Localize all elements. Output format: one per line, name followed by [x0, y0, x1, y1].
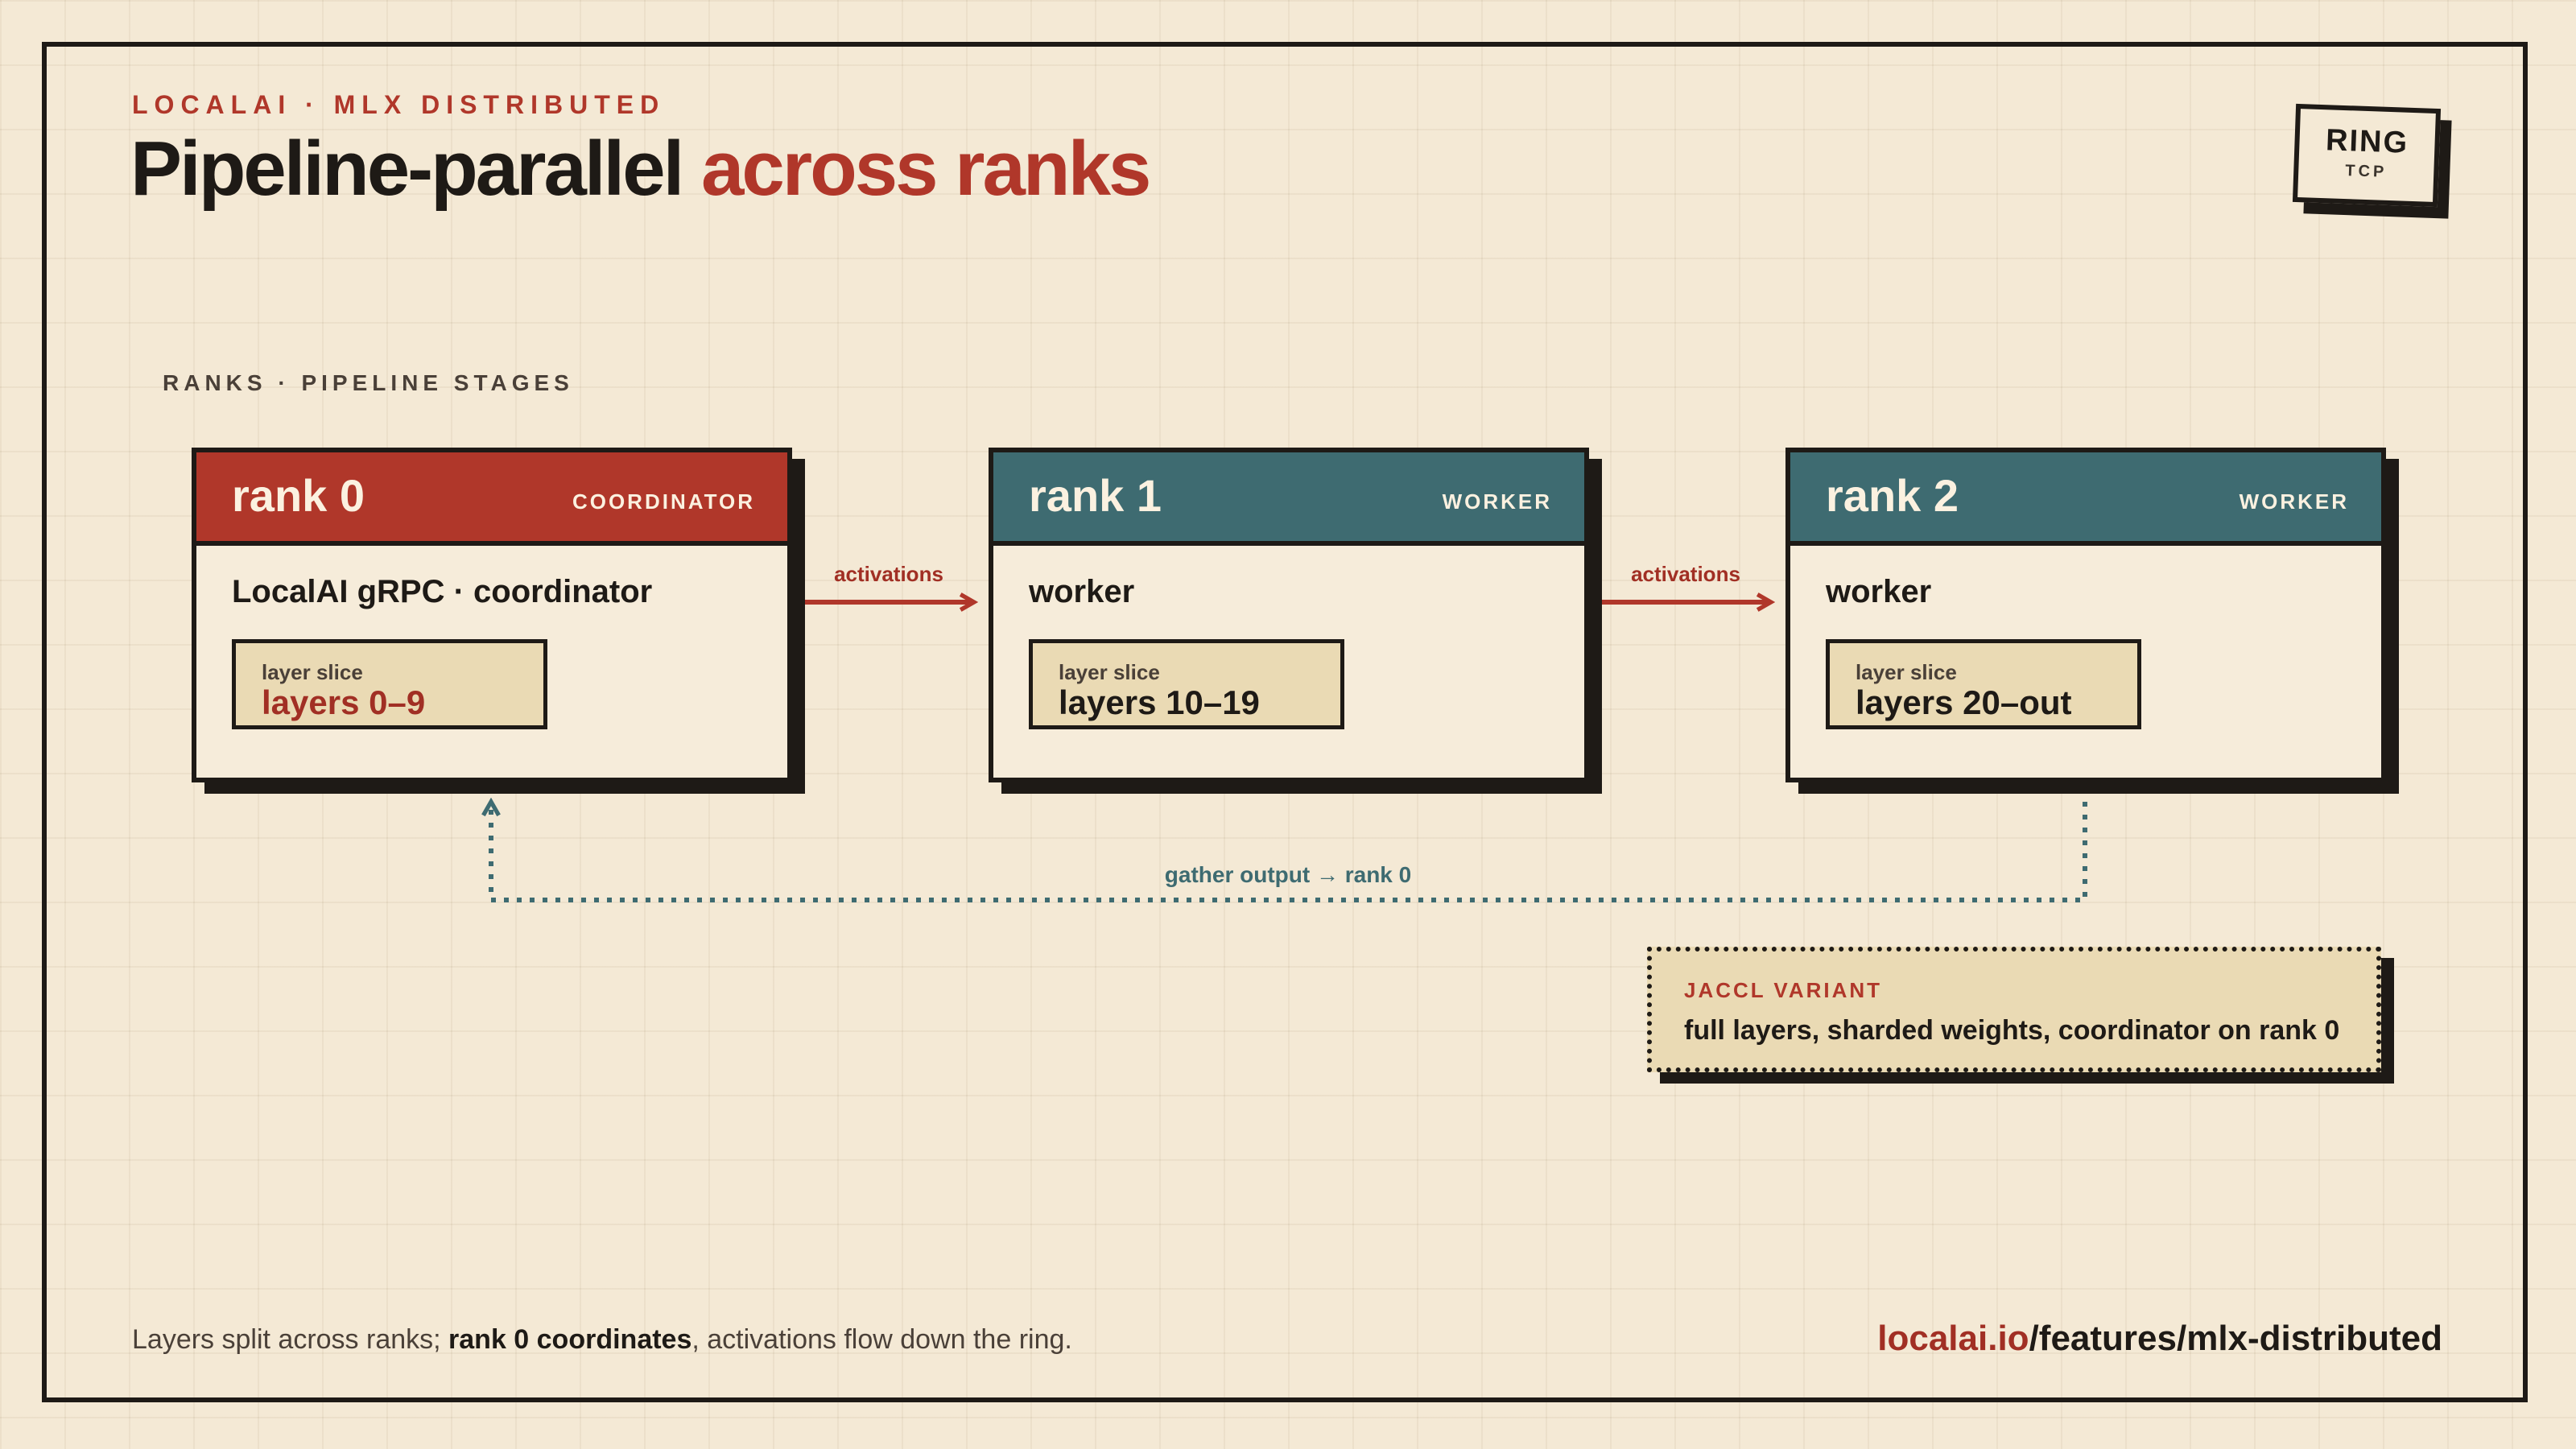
rank-0-card: rank 0 COORDINATOR LocalAI gRPC · coordi… [192, 448, 792, 782]
rank-2-description: worker [1826, 574, 1932, 609]
rank-2-header: rank 2 WORKER [1790, 452, 2381, 546]
rank-0-layer-slice: layer slice layers 0–9 [232, 639, 547, 729]
section-label: RANKS · PIPELINE STAGES [163, 370, 574, 395]
activations-label-2: activations [1631, 562, 1740, 586]
rank-0-role: COORDINATOR [572, 489, 755, 514]
footer-link[interactable]: localai.io/features/mlx-distributed [1877, 1319, 2442, 1359]
rank-1-layer-slice: layer slice layers 10–19 [1029, 639, 1344, 729]
activations-label-1: activations [834, 562, 943, 586]
gather-output-label: gather output → rank 0 [1165, 862, 1411, 887]
page-title: Pipeline-parallel across ranks [130, 122, 1151, 216]
rank-2-slice-value: layers 20–out [1856, 683, 2072, 721]
footer-note-part2: , activations flow down the ring. [691, 1324, 1072, 1355]
rank-1-name: rank 1 [1029, 470, 1162, 521]
kicker-label: LOCALAI · MLX DISTRIBUTED [132, 90, 666, 119]
title-main: Pipeline-parallel [130, 126, 684, 212]
rank-0-name: rank 0 [232, 470, 365, 521]
jaccl-title: JACCL VARIANT [1684, 978, 1883, 1002]
footer-note-part1: Layers split across ranks; [132, 1324, 449, 1355]
rank-1-header: rank 1 WORKER [993, 452, 1584, 546]
footer-note-strong: rank 0 coordinates [448, 1324, 692, 1355]
rank-2-role: WORKER [2239, 489, 2349, 514]
rank-2-card: rank 2 WORKER worker layer slice layers … [1785, 448, 2386, 782]
footer-note: Layers split across ranks; rank 0 coordi… [132, 1323, 1072, 1356]
footer-link-domain: localai.io [1877, 1319, 2029, 1358]
rank-1-card: rank 1 WORKER worker layer slice layers … [989, 448, 1589, 782]
rank-0-header: rank 0 COORDINATOR [196, 452, 787, 546]
rank-0-slice-value: layers 0–9 [262, 683, 426, 721]
jaccl-text: full layers, sharded weights, coordinato… [1684, 1015, 2340, 1046]
gather-output-path [491, 789, 2087, 902]
rank-1-description: worker [1029, 574, 1135, 609]
footer-link-path: /features/mlx-distributed [2029, 1319, 2442, 1358]
rank-2-name: rank 2 [1826, 470, 1959, 521]
rank-2-slice-label: layer slice [1856, 660, 1957, 684]
rank-1-role: WORKER [1442, 489, 1552, 514]
title-accent: across ranks [700, 126, 1151, 212]
rank-2-layer-slice: layer slice layers 20–out [1826, 639, 2141, 729]
outer-frame [42, 42, 2528, 1402]
rank-0-description: LocalAI gRPC · coordinator [232, 574, 653, 609]
rank-1-slice-label: layer slice [1059, 660, 1160, 684]
rank-1-slice-value: layers 10–19 [1059, 683, 1260, 721]
rank-0-slice-label: layer slice [262, 660, 363, 684]
jaccl-variant-note: JACCL VARIANT full layers, sharded weigh… [1647, 947, 2381, 1072]
